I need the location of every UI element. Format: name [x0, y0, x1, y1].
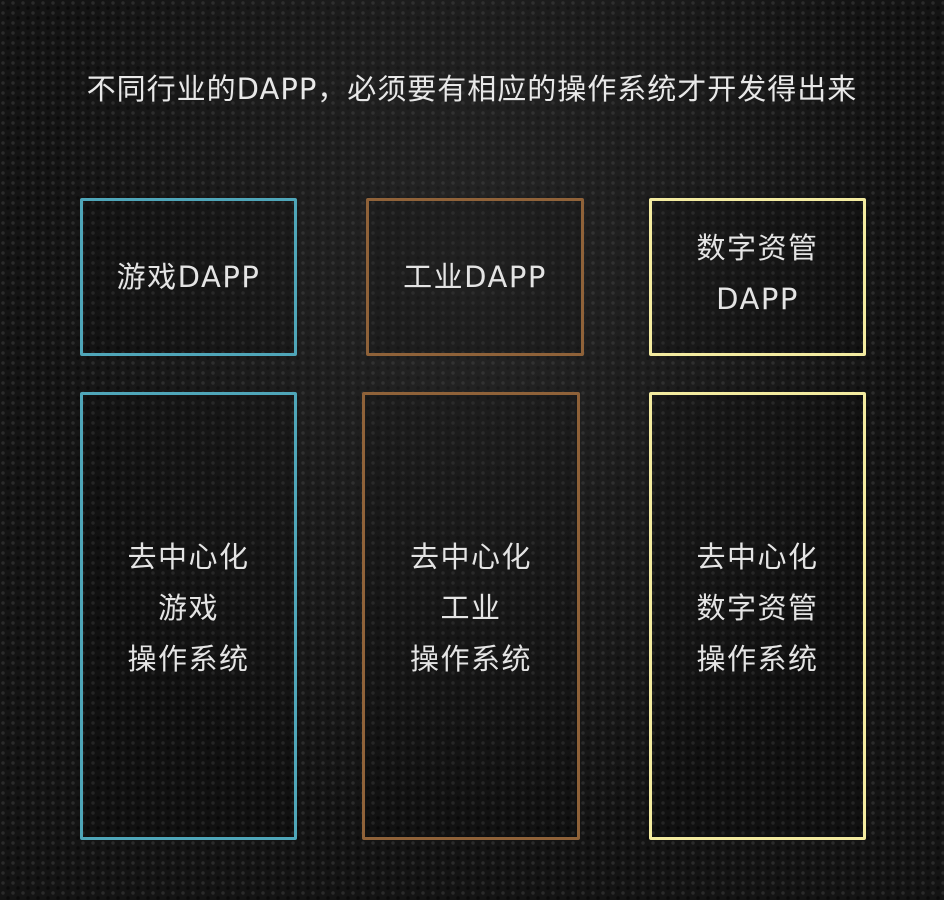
game-os-box: 去中心化 游戏 操作系统	[80, 392, 297, 840]
digital-asset-os-line-3: 操作系统	[696, 641, 819, 676]
digital-asset-dapp-label-line-2: DAPP	[716, 282, 799, 316]
game-dapp-label: 游戏DAPP	[116, 259, 261, 294]
digital-asset-os-box: 去中心化 数字资管 操作系统	[649, 392, 866, 840]
industrial-dapp-box: 工业DAPP	[366, 198, 584, 356]
industrial-os-box: 去中心化 工业 操作系统	[362, 392, 580, 840]
digital-asset-dapp-label-line-1: 数字资管	[696, 231, 819, 265]
digital-asset-os-line-1: 去中心化	[696, 539, 819, 574]
digital-asset-dapp-box: 数字资管 DAPP	[649, 198, 866, 356]
game-os-line-3: 操作系统	[127, 641, 250, 676]
digital-asset-os-line-2: 数字资管	[696, 590, 819, 625]
industrial-os-line-3: 操作系统	[409, 641, 532, 676]
page-title: 不同行业的DAPP，必须要有相应的操作系统才开发得出来	[86, 72, 858, 106]
industrial-os-line-1: 去中心化	[409, 539, 532, 574]
industrial-os-line-2: 工业	[440, 590, 502, 625]
industrial-dapp-label: 工业DAPP	[403, 259, 547, 294]
game-os-line-2: 游戏	[157, 590, 219, 625]
game-dapp-box: 游戏DAPP	[80, 198, 297, 356]
game-os-line-1: 去中心化	[127, 539, 250, 574]
